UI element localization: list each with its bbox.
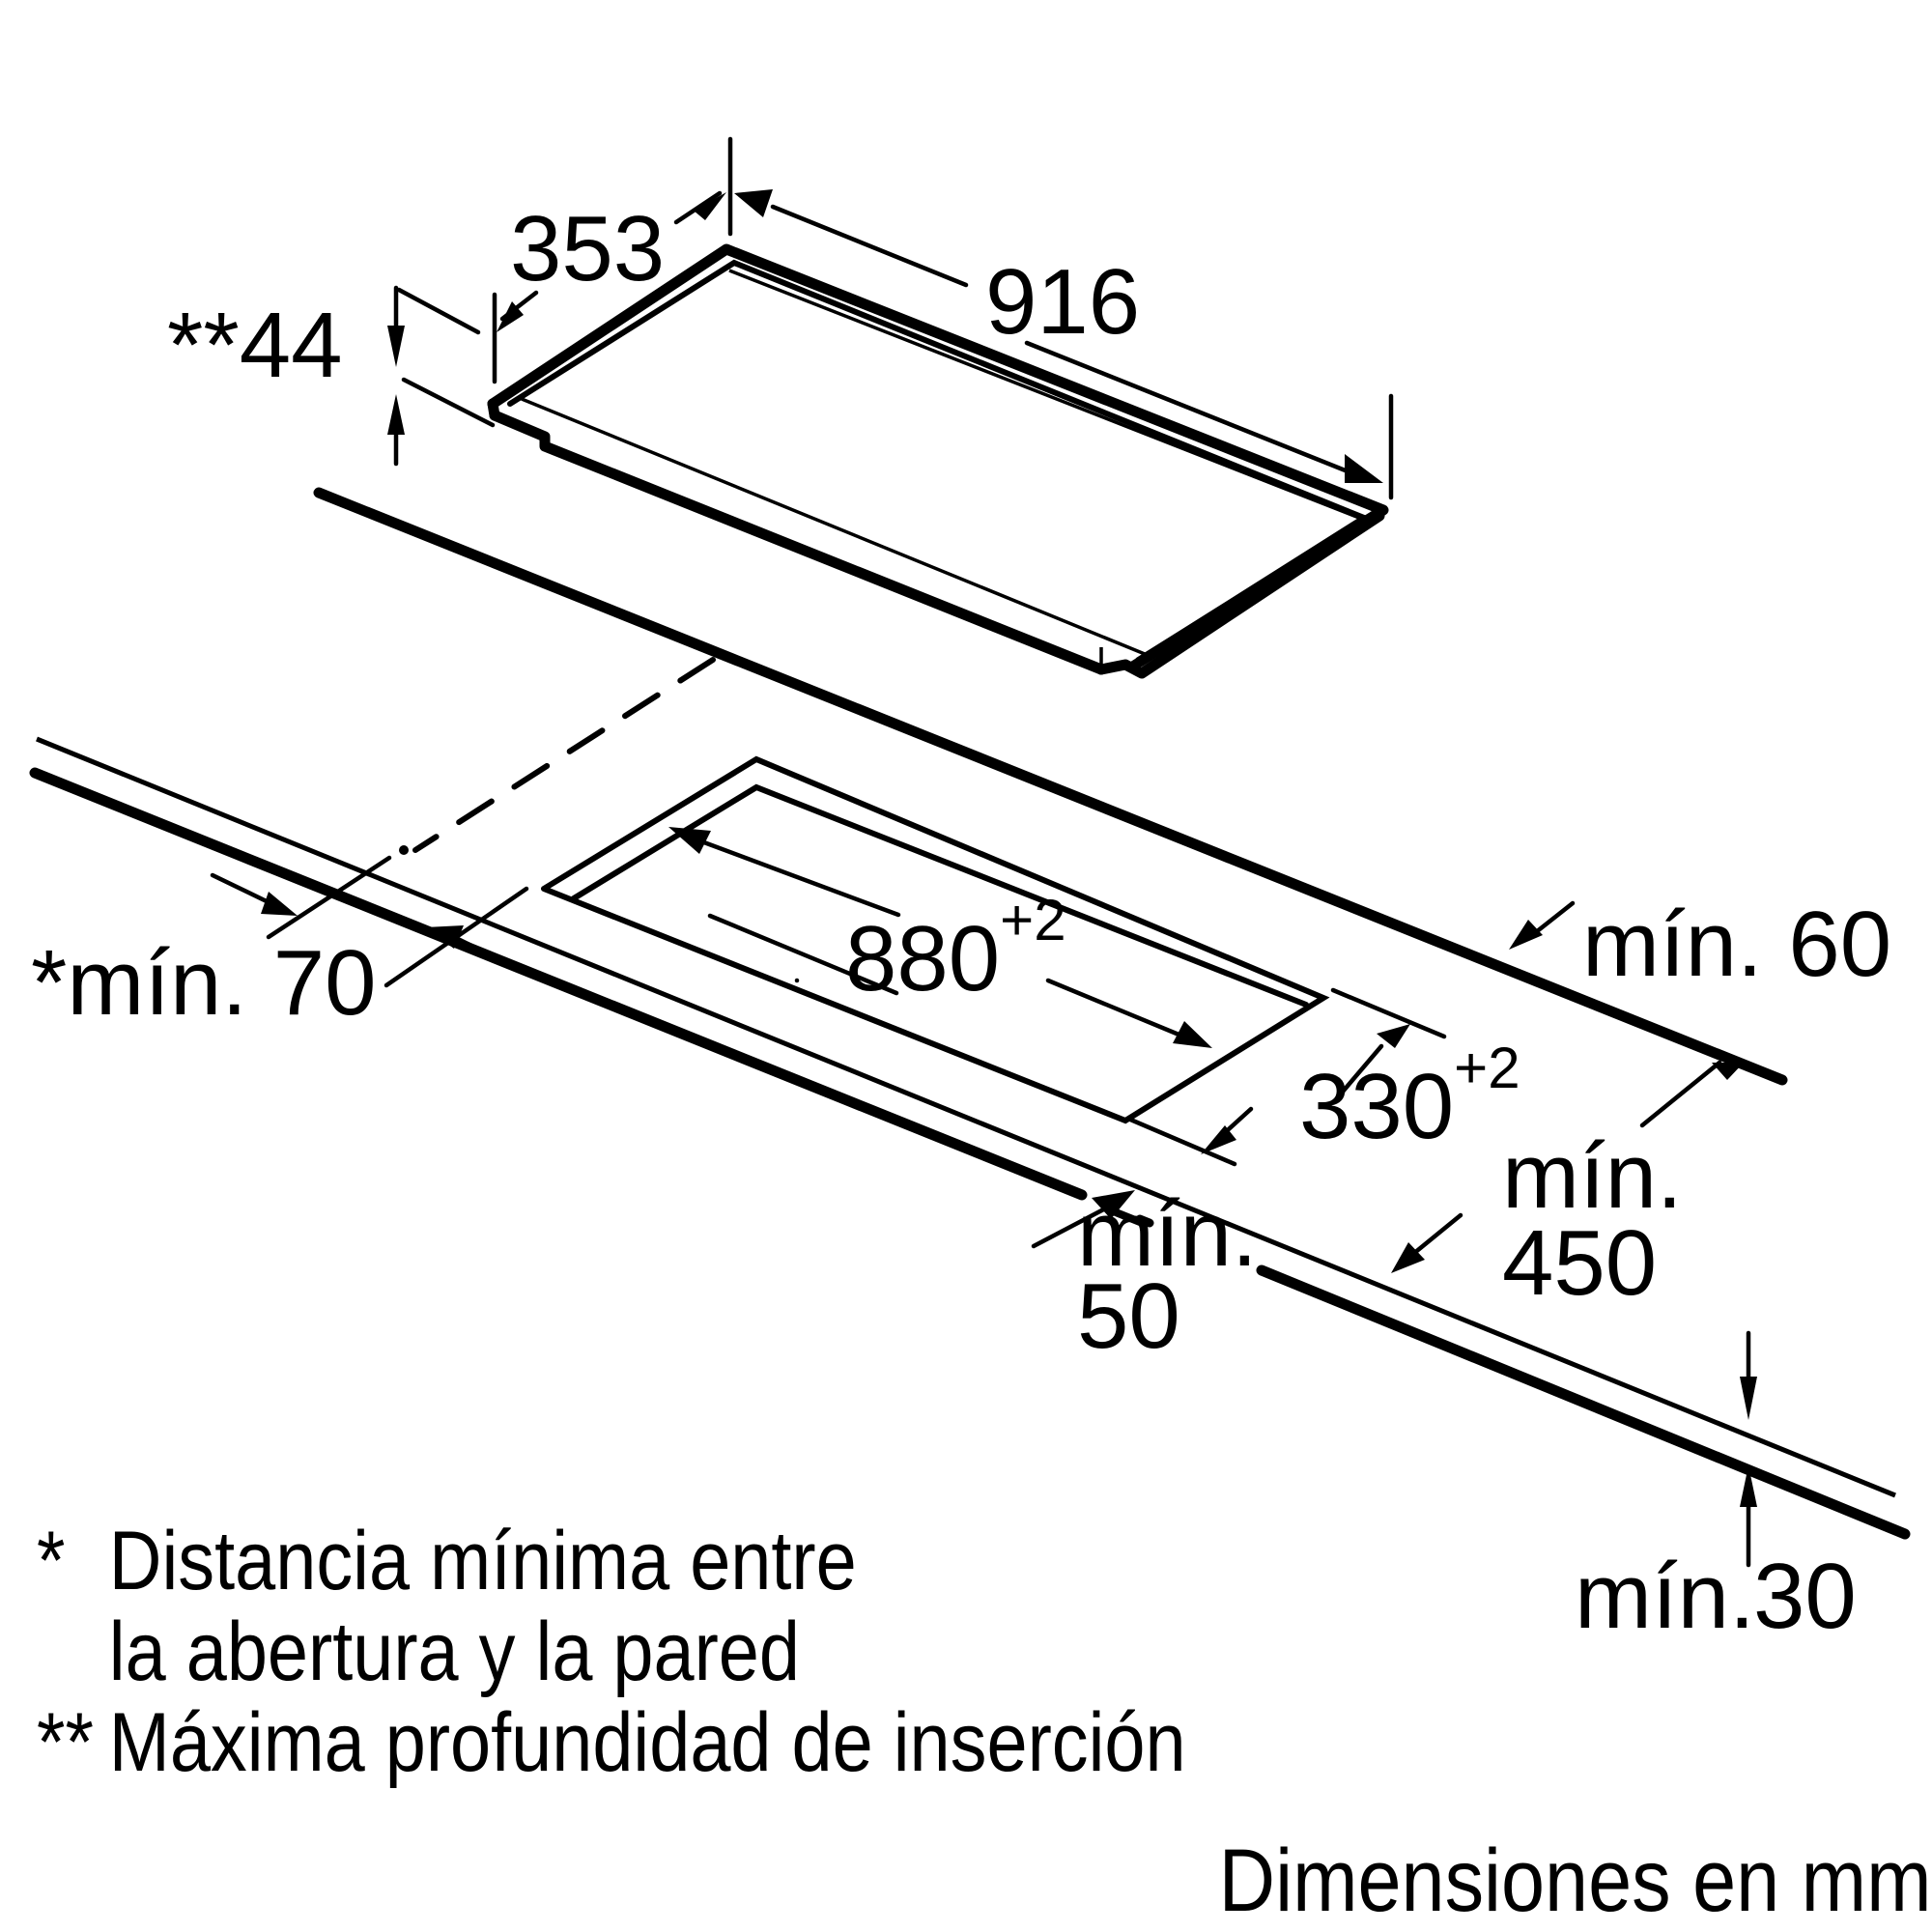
clearance-label-60: mín. 60 bbox=[1582, 893, 1891, 996]
cutout-outline bbox=[541, 755, 1330, 1124]
footnote-1-cont: la abertura y la pared bbox=[37, 1605, 800, 1698]
dim-label-916: 916 bbox=[985, 250, 1140, 354]
dimension-330: 330+2 bbox=[1125, 987, 1520, 1167]
clearance-50: mín. 50 bbox=[1031, 1182, 1258, 1368]
clearance-label-50-line2: 50 bbox=[1077, 1264, 1180, 1368]
footnote-1: * Distancia mínima entre bbox=[37, 1515, 857, 1607]
dim-label-880: 880+2 bbox=[845, 888, 1066, 1010]
dim-label-44: **44 bbox=[167, 294, 343, 397]
clearance-label-450-line1: mín. bbox=[1502, 1124, 1683, 1228]
clearance-label-30-prefix: mín. bbox=[1575, 1545, 1755, 1648]
footnote-1-line1: Distancia mínima entre bbox=[108, 1515, 857, 1607]
clearance-label-30-value: 30 bbox=[1753, 1545, 1857, 1648]
dimension-353: 353 bbox=[492, 136, 733, 384]
footnote-2: **Máxima profundidad de inserción bbox=[37, 1696, 1186, 1789]
clearance-label-450-line2: 450 bbox=[1502, 1211, 1657, 1315]
dimension-44: **44 bbox=[167, 285, 496, 467]
footnote-2-mark: ** bbox=[37, 1696, 94, 1789]
footnote-1-line2: la abertura y la pared bbox=[108, 1605, 800, 1698]
clearance-450: mín. 450 bbox=[1391, 1060, 1744, 1315]
clearance-30: mín. 30 bbox=[1575, 1330, 1857, 1648]
units-caption: Dimensiones en mm bbox=[1219, 1832, 1932, 1930]
worktop-rear-edge bbox=[313, 487, 1788, 1086]
dim-label-330: 330+2 bbox=[1299, 1036, 1520, 1158]
dimension-880: 880+2 bbox=[668, 827, 1212, 1048]
clearance-70: *mín. 70 bbox=[31, 872, 529, 1035]
clearance-label-50-line1: mín. bbox=[1077, 1182, 1258, 1286]
hob-outline bbox=[487, 243, 1389, 679]
projection-dashed-line bbox=[266, 657, 716, 940]
dimension-916: 916 bbox=[734, 189, 1394, 500]
clearance-60: mín. 60 bbox=[1509, 893, 1891, 996]
clearance-label-70: *mín. 70 bbox=[31, 931, 377, 1035]
footnote-2-line1: Máxima profundidad de inserción bbox=[108, 1696, 1186, 1789]
dim-label-353: 353 bbox=[510, 197, 665, 300]
footnote-1-mark: * bbox=[37, 1515, 66, 1607]
